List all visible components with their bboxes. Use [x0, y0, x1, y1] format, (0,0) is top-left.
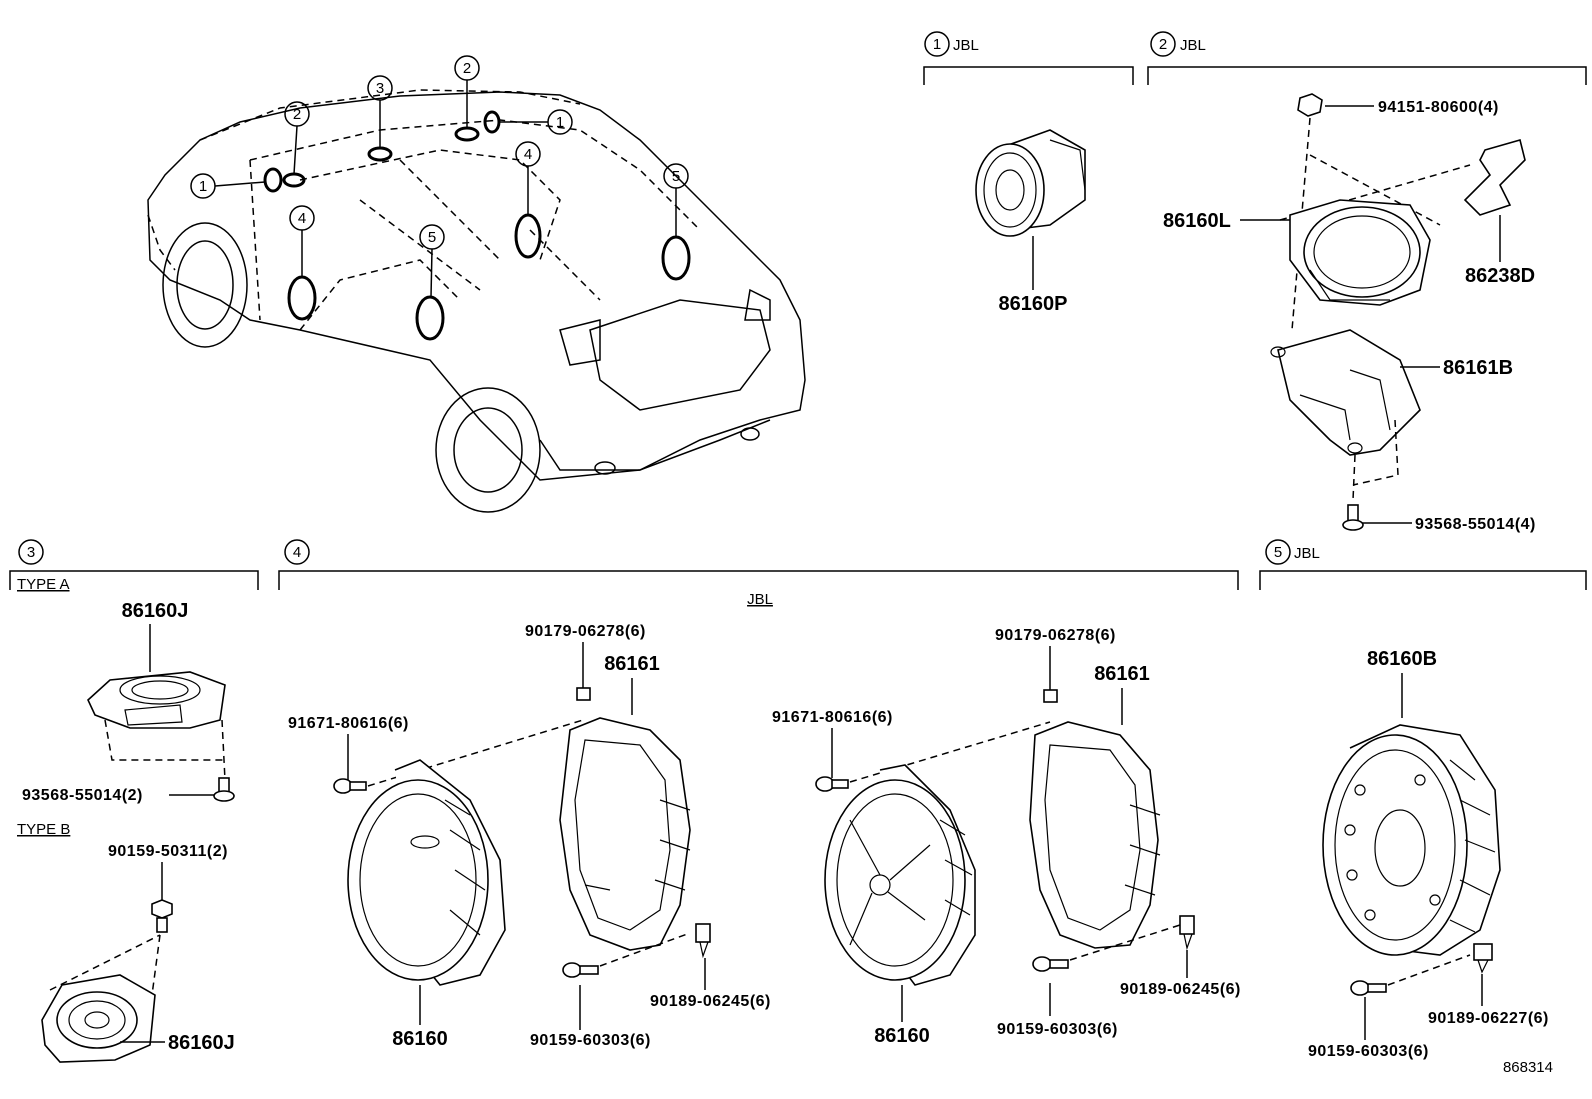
speaker-86160-left-drawing — [347, 759, 506, 986]
callout-4-right: 4 — [515, 141, 541, 167]
diagram-id: 868314 — [1503, 1059, 1553, 1076]
svg-text:5: 5 — [428, 229, 436, 246]
svg-text:1: 1 — [556, 114, 564, 131]
section-4-jbl-label: JBL — [747, 591, 773, 608]
screw-90159-right — [1032, 956, 1069, 972]
part-86160-right-label: 86160 — [874, 1025, 930, 1047]
part-86160L-label: 86160L — [1163, 210, 1231, 232]
section-3-header: 3 — [9, 539, 259, 590]
part-86160J-b-label: 86160J — [168, 1032, 235, 1054]
callout-1-right: 1 — [547, 109, 573, 135]
tweeter-86160J-type-a-drawing — [87, 671, 226, 729]
part-90159-50311-label: 90159-50311(2) — [108, 843, 228, 860]
part-86161-right-label: 86161 — [1094, 663, 1150, 685]
part-86160J-a-label: 86160J — [122, 600, 189, 622]
part-90159-section5-label: 90159-60303(6) — [1308, 1043, 1429, 1060]
svg-text:4: 4 — [293, 544, 301, 561]
part-86160P-label: 86160P — [999, 293, 1068, 315]
clip-90189-06227 — [1473, 943, 1493, 974]
svg-text:4: 4 — [298, 210, 306, 227]
callout-2-right: 2 — [454, 55, 480, 81]
part-90179-left-label: 90179-06278(6) — [525, 623, 646, 640]
section-5-header: 5 JBL — [1259, 539, 1587, 590]
speaker-86160L-drawing — [1289, 199, 1431, 306]
screw-90159-left — [562, 962, 599, 978]
screw-91671-right — [815, 776, 849, 792]
bracket-86161B-drawing — [1270, 329, 1421, 456]
svg-text:5: 5 — [672, 168, 680, 185]
callout-4-left: 4 — [289, 205, 315, 231]
part-91671-right-label: 91671-80616(6) — [772, 709, 893, 726]
part-86161-left-label: 86161 — [604, 653, 660, 675]
svg-text:2: 2 — [293, 106, 301, 123]
car-illustration — [147, 80, 806, 513]
section-1-header: 1 JBL — [923, 31, 1134, 85]
bracket-86161-left-drawing — [559, 717, 691, 951]
callout-5-right: 5 — [663, 163, 689, 189]
section-4-header: 4 — [278, 539, 1239, 590]
callout-3: 3 — [367, 75, 393, 101]
part-90189-06227-label: 90189-06227(6) — [1428, 1010, 1549, 1027]
part-91671-left-label: 91671-80616(6) — [288, 715, 409, 732]
clip-90189-right — [1179, 915, 1195, 951]
part-86238D-label: 86238D — [1465, 265, 1535, 287]
part-94151-label: 94151-80600(4) — [1378, 99, 1499, 116]
screw-91671-left — [333, 778, 367, 794]
part-90189-right-label: 90189-06245(6) — [1120, 981, 1241, 998]
screw-90159-section5 — [1350, 980, 1387, 996]
callout-2-left: 2 — [284, 101, 310, 127]
type-a-label: TYPE A — [17, 576, 70, 593]
part-86161B-label: 86161B — [1443, 357, 1513, 379]
part-93568-4-label: 93568-55014(4) — [1415, 516, 1536, 533]
svg-text:JBL: JBL — [953, 37, 979, 54]
tweeter-86160J-type-b-drawing — [41, 974, 156, 1063]
part-86160-left-label: 86160 — [392, 1028, 448, 1050]
svg-text:3: 3 — [376, 80, 384, 97]
type-b-label: TYPE B — [17, 821, 70, 838]
part-86160B-label: 86160B — [1367, 648, 1437, 670]
svg-text:1: 1 — [933, 36, 941, 53]
bolt-93568-4 — [1342, 504, 1412, 531]
clip-90179-right — [1043, 689, 1058, 703]
part-90189-left-label: 90189-06245(6) — [650, 993, 771, 1010]
bolt-90159-50311 — [151, 899, 173, 933]
callout-5-left: 5 — [419, 224, 445, 250]
nut-94151 — [1297, 93, 1374, 117]
part-90179-right-label: 90179-06278(6) — [995, 627, 1116, 644]
part-90159-right-label: 90159-60303(6) — [997, 1021, 1118, 1038]
part-90159-left-label: 90159-60303(6) — [530, 1032, 651, 1049]
speaker-86160-right-drawing — [824, 764, 976, 986]
svg-text:1: 1 — [199, 178, 207, 195]
svg-text:2: 2 — [463, 60, 471, 77]
clip-90179-left — [576, 687, 591, 701]
connector-86238D-drawing — [1463, 139, 1526, 262]
section-2-header: 2 JBL — [1147, 31, 1587, 85]
bracket-86161-right-drawing — [1029, 721, 1161, 949]
svg-text:4: 4 — [524, 146, 532, 163]
svg-text:3: 3 — [27, 544, 35, 561]
callout-1-left: 1 — [190, 173, 216, 199]
svg-text:JBL: JBL — [1294, 545, 1320, 562]
tweeter-86160P-drawing — [975, 129, 1086, 290]
bolt-93568-2 — [169, 777, 235, 802]
subwoofer-86160B-drawing — [1322, 724, 1501, 956]
part-93568-2-label: 93568-55014(2) — [22, 787, 143, 804]
clip-90189-left — [695, 923, 711, 959]
svg-text:2: 2 — [1159, 36, 1167, 53]
svg-text:JBL: JBL — [1180, 37, 1206, 54]
svg-text:5: 5 — [1274, 544, 1282, 561]
